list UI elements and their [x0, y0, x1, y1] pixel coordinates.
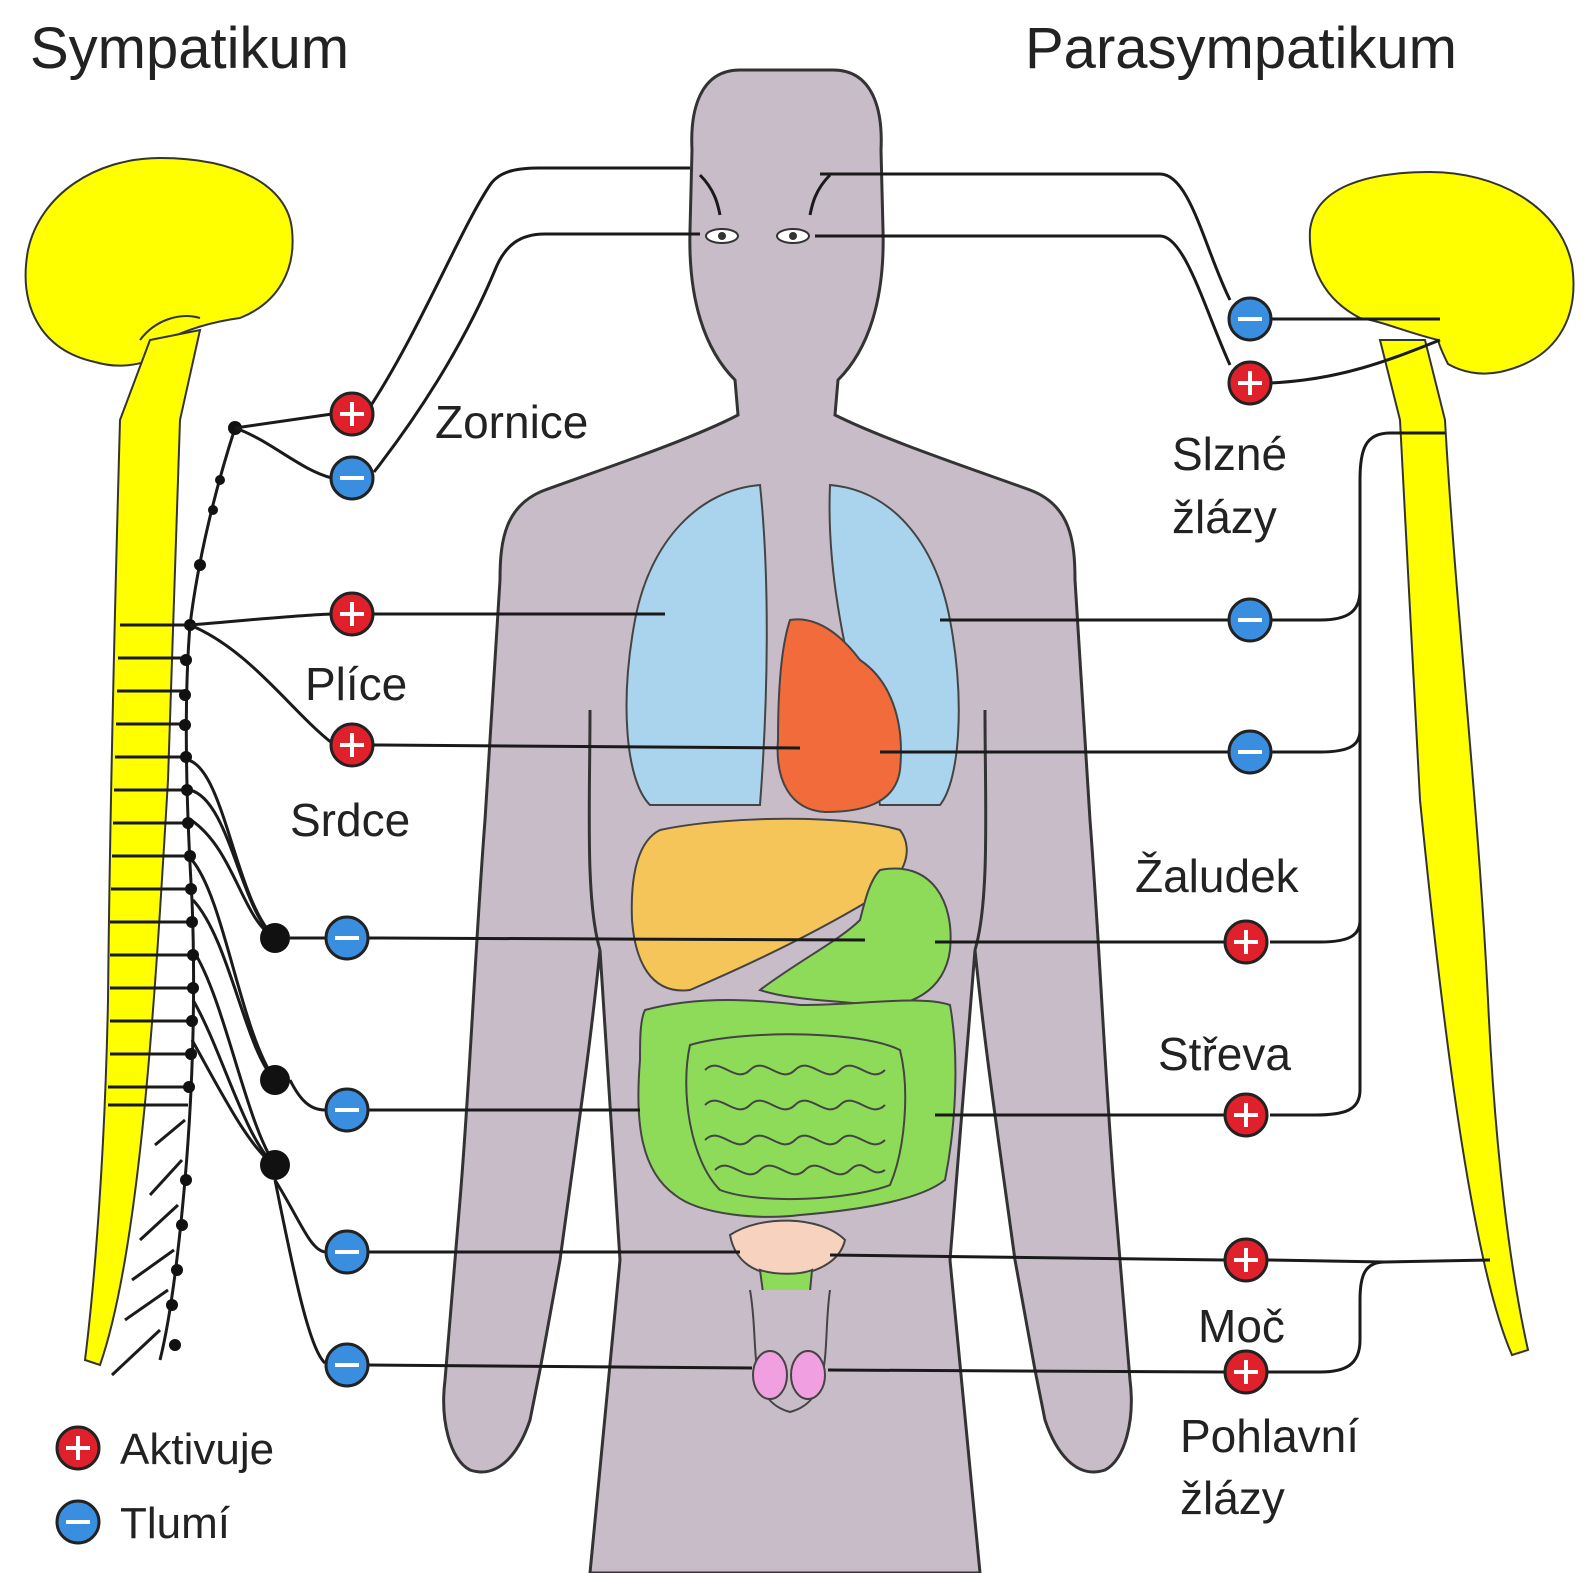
parasympathetic-spinal-cord — [1380, 340, 1528, 1355]
celiac-ganglion — [260, 923, 290, 953]
activate-symbol — [1225, 1351, 1267, 1393]
legend-inhibits: Tlumí — [120, 1499, 231, 1548]
activate-symbol — [331, 593, 373, 635]
inhibit-symbol — [326, 917, 368, 959]
label-stomach: Žaludek — [1135, 850, 1300, 902]
label-lungs: Plíce — [305, 658, 407, 710]
activate-symbol — [331, 393, 373, 435]
inhibit-symbol — [1229, 599, 1271, 641]
label-heart: Srdce — [290, 794, 410, 846]
inhibit-symbol — [326, 1231, 368, 1273]
legend-activates: Aktivuje — [120, 1425, 274, 1474]
legend-activate-symbol — [57, 1427, 99, 1469]
label-tear-glands-line1: Slzné — [1172, 428, 1287, 480]
left-gonad — [753, 1351, 787, 1399]
inhibit-symbol — [326, 1344, 368, 1386]
activate-symbol — [1225, 1239, 1267, 1281]
inhibit-symbol — [331, 457, 373, 499]
activate-symbol — [1225, 921, 1267, 963]
legend-inhibit-symbol — [57, 1501, 99, 1543]
sympathetic-brain — [26, 158, 293, 366]
parasympathetic-brain — [1310, 172, 1574, 374]
inhibit-symbol — [1229, 298, 1271, 340]
label-pupils: Zornice — [435, 396, 588, 448]
inferior-mesenteric-ganglion — [260, 1150, 290, 1180]
superior-mesenteric-ganglion — [260, 1065, 290, 1095]
inhibit-symbol — [326, 1089, 368, 1131]
label-genitals-line1: Pohlavní — [1180, 1410, 1359, 1462]
activate-symbol — [331, 724, 373, 766]
label-urine: Moč — [1198, 1300, 1285, 1352]
legend: Aktivuje Tlumí — [57, 1425, 274, 1548]
parasympathetic-title: Parasympatikum — [1025, 16, 1457, 81]
activate-symbol — [1229, 362, 1271, 404]
label-tear-glands-line2: žlázy — [1172, 491, 1277, 543]
right-gonad — [791, 1351, 825, 1399]
sympathetic-title: Sympatikum — [30, 16, 349, 81]
label-genitals-line2: žlázy — [1180, 1472, 1285, 1524]
label-intestines: Střeva — [1158, 1028, 1291, 1080]
inhibit-symbol — [1229, 731, 1271, 773]
chain-ganglia — [166, 421, 242, 1351]
activate-symbol — [1225, 1094, 1267, 1136]
